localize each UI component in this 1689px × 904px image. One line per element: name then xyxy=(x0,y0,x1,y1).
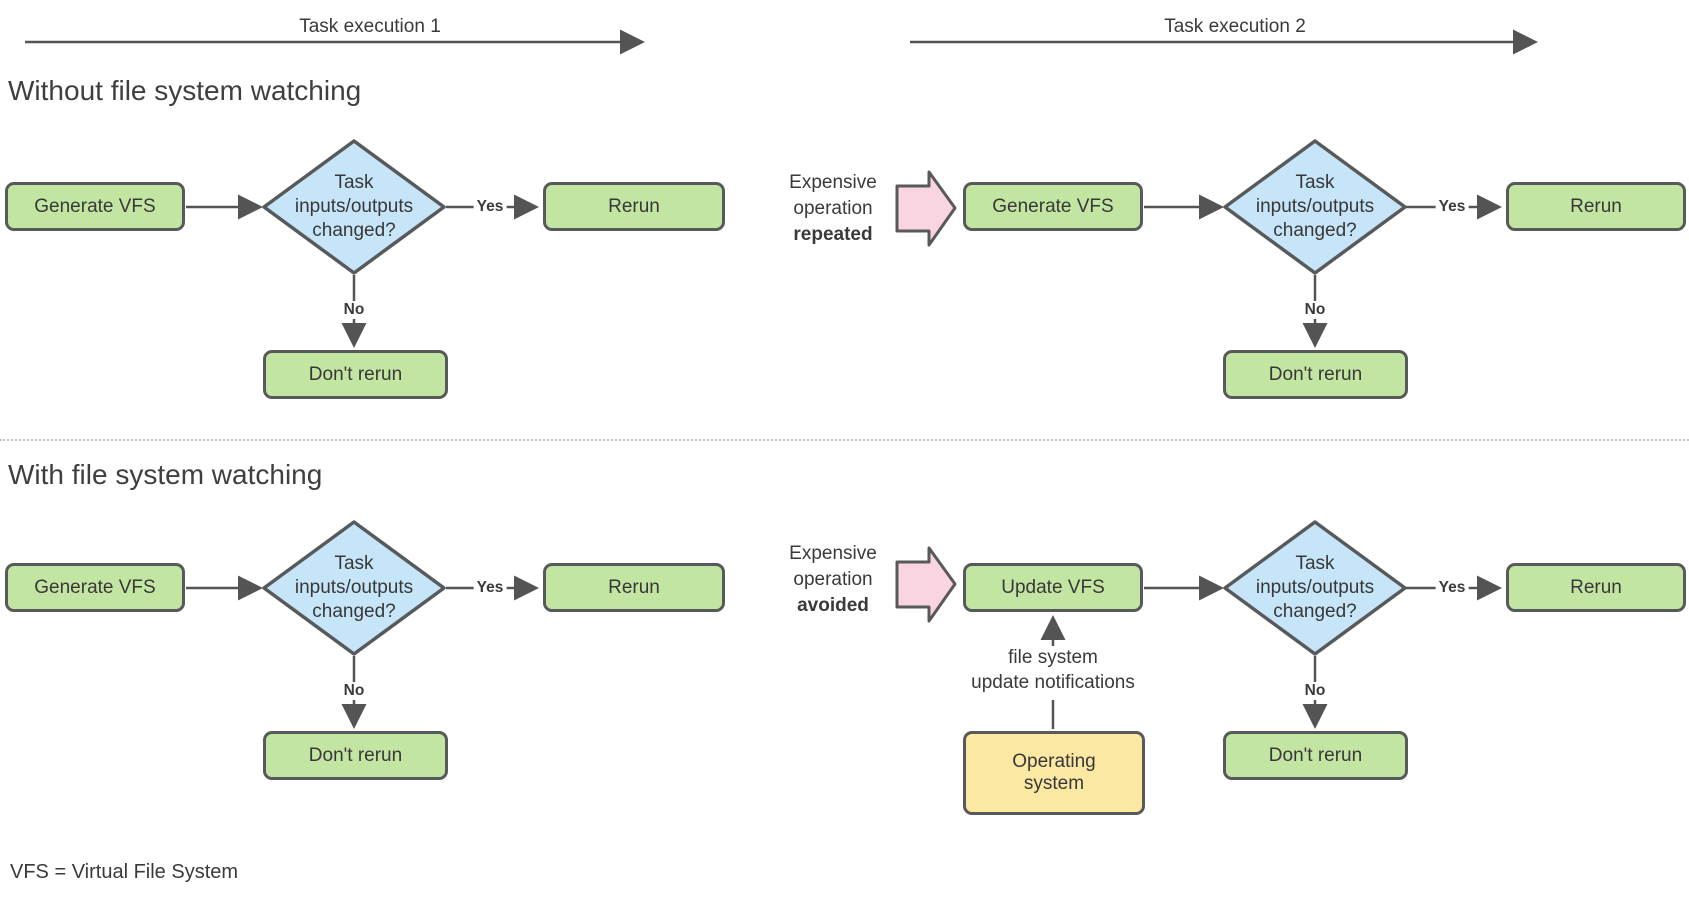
dont-rerun-box: Don't rerun xyxy=(1223,731,1408,780)
decision-text: Task inputs/outputs changed? xyxy=(294,553,414,622)
yes-label: Yes xyxy=(473,579,507,597)
update-vfs-box: Update VFS xyxy=(963,563,1143,612)
timeline-label-2: Task execution 2 xyxy=(1164,16,1306,37)
dont-rerun-box: Don't rerun xyxy=(263,350,448,399)
vfs-footnote: VFS = Virtual File System xyxy=(10,861,239,883)
rerun-box: Rerun xyxy=(543,182,725,231)
yes-label: Yes xyxy=(473,198,507,216)
decision-text: Task inputs/outputs changed? xyxy=(1255,553,1375,622)
decision-diamond xyxy=(262,520,446,656)
operating-system-box: Operating system xyxy=(963,731,1145,815)
section-divider xyxy=(0,439,1689,441)
block-arrow-icon xyxy=(895,546,957,623)
rerun-box: Rerun xyxy=(1506,182,1686,231)
yes-label: Yes xyxy=(1435,198,1469,216)
decision-diamond xyxy=(1223,139,1407,275)
generate-vfs-box: Generate VFS xyxy=(5,563,185,612)
expensive-operation-annotation: Expensive operation avoided xyxy=(789,543,877,616)
decision-text: Task inputs/outputs changed? xyxy=(1255,172,1375,241)
decision-diamond xyxy=(262,139,446,275)
rerun-box: Rerun xyxy=(1506,563,1686,612)
dont-rerun-box: Don't rerun xyxy=(1223,350,1408,399)
expensive-operation-annotation: Expensive operation repeated xyxy=(789,172,877,245)
decision-text: Task inputs/outputs changed? xyxy=(294,172,414,241)
file-system-notifications-label: file system update notifications xyxy=(971,647,1135,693)
timeline-label-1: Task execution 1 xyxy=(299,16,441,37)
rerun-box: Rerun xyxy=(543,563,725,612)
no-label: No xyxy=(340,301,368,319)
yes-label: Yes xyxy=(1435,579,1469,597)
section-1-heading: Without file system watching xyxy=(8,75,362,106)
no-label: No xyxy=(1301,682,1329,700)
block-arrow-icon xyxy=(895,170,957,247)
no-label: No xyxy=(1301,301,1329,319)
generate-vfs-box: Generate VFS xyxy=(963,182,1143,231)
no-label: No xyxy=(340,682,368,700)
generate-vfs-box: Generate VFS xyxy=(5,182,185,231)
dont-rerun-box: Don't rerun xyxy=(263,731,448,780)
decision-diamond xyxy=(1223,520,1407,656)
section-2-heading: With file system watching xyxy=(8,459,323,490)
